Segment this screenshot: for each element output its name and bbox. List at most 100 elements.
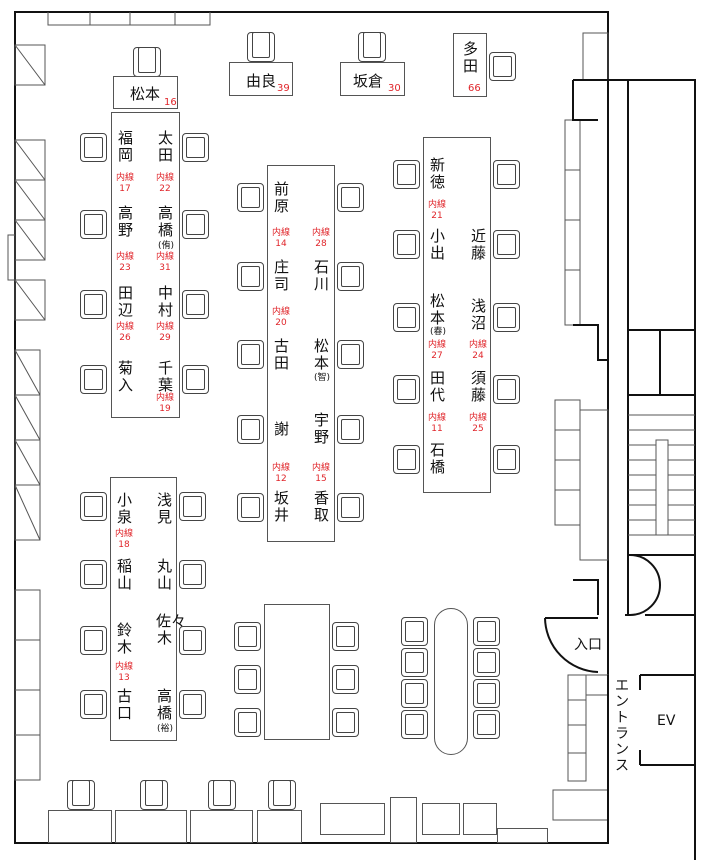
desk-name: 坂倉 [353, 72, 384, 90]
seat-name: 太田 [157, 129, 173, 164]
ext-number: 22 [159, 184, 171, 194]
seat-name: 松本 [429, 292, 445, 327]
seat-name: 須藤 [470, 369, 486, 404]
seat-name: 松本 [313, 337, 329, 372]
chair [133, 47, 161, 77]
ext-number: 25 [472, 424, 484, 434]
ext-number: 15 [315, 474, 327, 484]
desk-island-a [111, 112, 180, 418]
desk-island-d [110, 477, 177, 741]
seat-name: 田辺 [117, 284, 133, 319]
seat-name: 高橋 [156, 687, 172, 722]
chair [237, 493, 264, 522]
seat-name: 中村 [157, 284, 173, 319]
ext-label: 内線 [114, 529, 133, 539]
meeting-table [264, 604, 330, 740]
chair [401, 617, 428, 646]
seat-name: 近藤 [470, 227, 486, 262]
chair [237, 183, 264, 212]
seat-name: 石川 [313, 258, 329, 293]
seat-name: 庄司 [273, 258, 289, 293]
chair [182, 290, 209, 319]
elevator-label[interactable]: EV [657, 713, 676, 729]
chair [393, 375, 420, 404]
ext-number: 14 [275, 239, 287, 249]
chair [80, 560, 107, 589]
chair [179, 492, 206, 521]
ext-number: 26 [119, 333, 131, 343]
extension-number: 30 [388, 83, 401, 94]
chair [473, 679, 500, 708]
entrance-door-label: 入口 [574, 637, 602, 653]
seat-name: 高橋 [157, 204, 173, 239]
chair [247, 32, 275, 62]
ext-label: 内線 [311, 463, 330, 473]
desk-name: 多田 [462, 40, 478, 75]
ext-number: 12 [275, 474, 287, 484]
chair [208, 780, 236, 810]
ext-label: 内線 [114, 662, 133, 672]
seat-name: 浅沼 [470, 297, 486, 332]
chair [401, 679, 428, 708]
ext-number: 24 [472, 351, 484, 361]
chair [332, 665, 359, 694]
desk-island-c [423, 137, 491, 493]
chair [473, 617, 500, 646]
ext-label: 内線 [155, 322, 174, 332]
seat-name: 古口 [116, 687, 132, 722]
seat-name: 宇野 [313, 411, 329, 446]
chair [140, 780, 168, 810]
seat-name: 丸山 [156, 557, 172, 592]
extension-number: 39 [277, 83, 290, 94]
cabinet [463, 803, 497, 835]
seat-name: 菊入 [117, 359, 133, 394]
ext-number: 23 [119, 263, 131, 273]
seat-name: 古田 [273, 337, 289, 372]
chair [473, 648, 500, 677]
chair [80, 290, 107, 319]
seat-name: 浅見 [156, 491, 172, 526]
ext-label: 内線 [115, 322, 134, 332]
ext-label: 内線 [155, 393, 174, 403]
chair [179, 690, 206, 719]
chair [401, 648, 428, 677]
desk-name: 由良 [246, 72, 277, 90]
seat-name: 石橋 [429, 441, 445, 476]
extension-number: 66 [468, 83, 481, 94]
ext-label: 内線 [271, 463, 290, 473]
ext-number: 28 [315, 239, 327, 249]
seat-name: 小出 [429, 227, 445, 262]
chair [393, 230, 420, 259]
cabinet [115, 810, 187, 843]
seat-note: (智) [313, 373, 331, 383]
ext-number: 17 [119, 184, 131, 194]
seat-name: 田代 [429, 369, 445, 404]
cabinet [390, 797, 417, 843]
cabinet [257, 810, 302, 843]
seat-name: 千葉 [157, 359, 173, 394]
chair [80, 626, 107, 655]
ext-number: 27 [431, 351, 443, 361]
chair [337, 340, 364, 369]
chair [332, 708, 359, 737]
ext-label: 内線 [468, 340, 487, 350]
ext-label: 内線 [271, 228, 290, 238]
ext-label: 内線 [427, 200, 446, 210]
ext-number: 11 [431, 424, 443, 434]
desk-tada: 多田 66 [453, 33, 487, 97]
ext-number: 29 [159, 333, 171, 343]
